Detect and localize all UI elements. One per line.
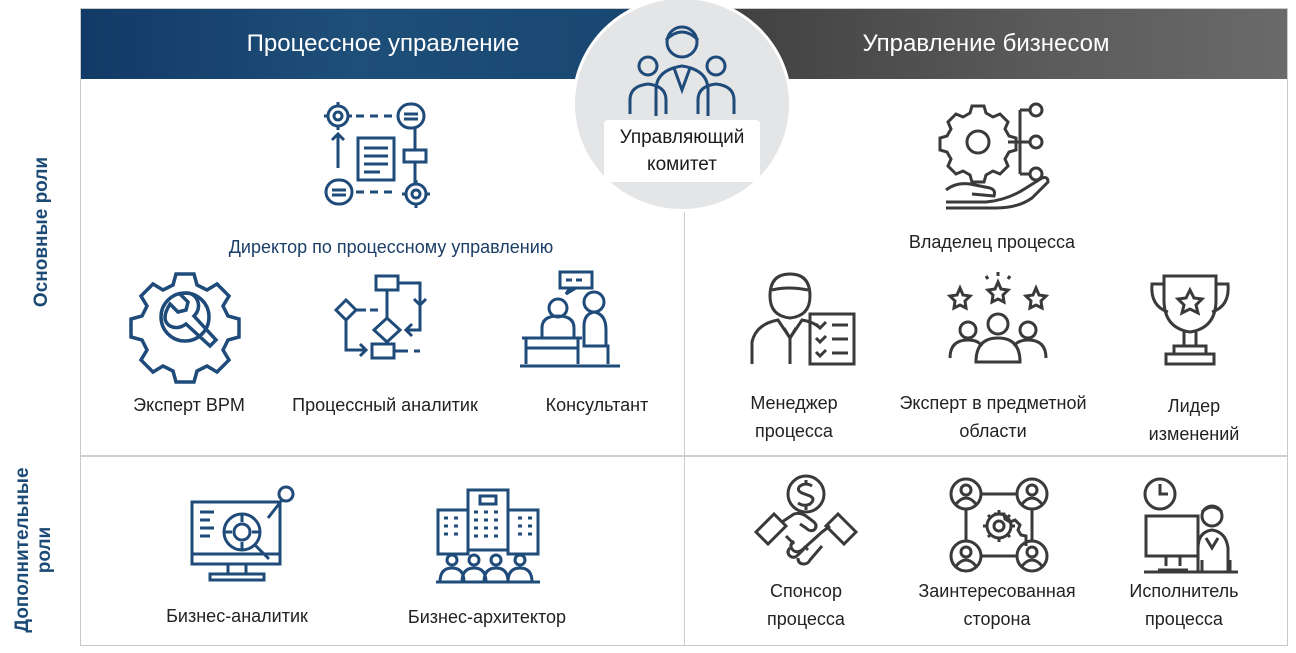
committee-label-box: [604, 120, 760, 182]
stakeholder-network-icon: [949, 477, 1049, 573]
stakeholder-label: Заинтересованная сторона: [918, 581, 1076, 629]
flowchart-icon: [333, 274, 428, 360]
handshake-dollar-icon: [753, 474, 859, 566]
domain-expert-label: Эксперт в предметной области: [899, 393, 1087, 441]
committee-people-icon: [628, 25, 736, 116]
business-architect-label: Бизнес-архитектор: [407, 607, 567, 627]
process-management-title: Процессное управление: [246, 30, 520, 57]
monitor-analysis-icon: [190, 485, 295, 582]
primary-roles-label: Основные роли: [31, 156, 52, 308]
process-manager-label: Менеджер процесса: [750, 393, 838, 441]
trophy-icon: [1150, 274, 1230, 366]
process-owner-label: Владелец процесса: [908, 232, 1076, 252]
manager-checklist-icon: [750, 272, 856, 366]
business-management-title: Управление бизнесом: [862, 30, 1110, 57]
business-management-header: Управление бизнесом: [685, 9, 1287, 79]
process-executor-label: Исполнитель процесса: [1129, 581, 1239, 629]
stars-team-icon: [946, 272, 1050, 364]
worker-clock-icon: [1143, 477, 1238, 574]
building-people-icon: [436, 488, 540, 584]
row-divider: [81, 455, 1287, 457]
business-analyst-label: Бизнес-аналитик: [166, 606, 308, 626]
column-divider: [684, 79, 685, 645]
gear-wrench-icon: [129, 272, 241, 384]
process-analyst-label: Процессный аналитик: [292, 395, 478, 415]
process-sponsor-label: Спонсор процесса: [767, 581, 845, 629]
change-leader-label: Лидер изменений: [1148, 396, 1240, 444]
consultant-label: Консультант: [545, 395, 649, 415]
secondary-roles-label: Дополнительные роли: [12, 467, 55, 633]
process-flow-icon: [324, 102, 430, 208]
process-director-label: Директор по процессному управлению: [228, 237, 554, 257]
committee-label: Управляющий комитет: [619, 127, 745, 175]
consultation-desk-icon: [520, 270, 620, 368]
hand-gear-network-icon: [938, 102, 1050, 210]
bpm-expert-label: Эксперт BPM: [133, 395, 245, 415]
